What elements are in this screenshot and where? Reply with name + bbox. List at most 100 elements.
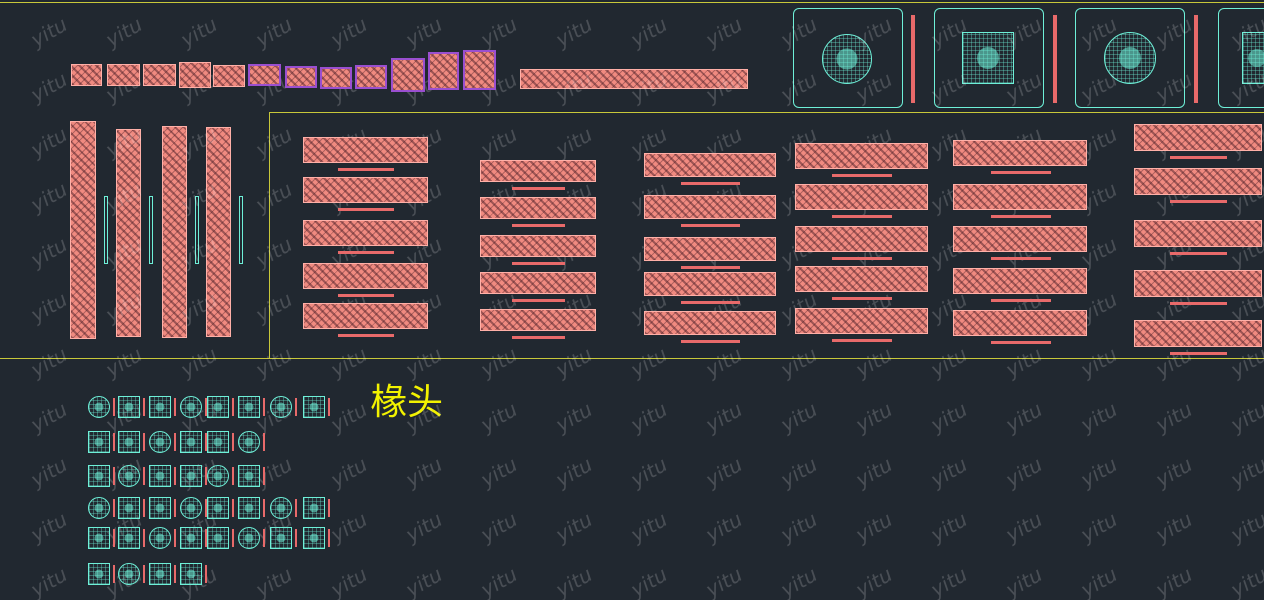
top-ornament-tile[interactable] [463,50,496,90]
watermark-text: yitu [476,12,522,52]
top-ornament-tile[interactable] [428,52,459,90]
rafter-end-tile[interactable] [88,396,110,418]
rafter-end-tile[interactable] [149,497,171,519]
beam-carving[interactable] [795,308,928,334]
rafter-end-tile[interactable] [118,396,140,418]
beam-carving[interactable] [480,160,596,182]
rafter-end-tile[interactable] [303,527,325,549]
beam-carving[interactable] [953,184,1087,210]
watermark-text: yitu [776,507,822,547]
beam-carving[interactable] [480,197,596,219]
beam-carving[interactable] [644,195,776,219]
top-ornament-tile[interactable] [391,58,425,92]
top-ornament-tile[interactable] [107,64,140,86]
rafter-end-tile[interactable] [180,396,202,418]
rafter-end-tile[interactable] [88,497,110,519]
rafter-end-tile[interactable] [118,497,140,519]
rafter-end-tile[interactable] [207,527,229,549]
beam-carving[interactable] [1134,168,1262,195]
top-ornament-tile[interactable] [248,64,281,86]
top-ornament-tile[interactable] [71,64,102,86]
beam-panel-frame [269,112,1264,359]
rafter-end-tile[interactable] [207,396,229,418]
beam-carving[interactable] [1134,270,1262,297]
beam-profile-line [512,262,565,265]
beam-carving[interactable] [1134,124,1262,151]
beam-carving[interactable] [644,237,776,261]
rafter-end-tile[interactable] [118,527,140,549]
rafter-end-tile[interactable] [238,497,260,519]
rafter-end-tile[interactable] [180,563,202,585]
vertical-pillar-2[interactable] [116,129,141,337]
rafter-end-tile[interactable] [270,497,292,519]
rafter-end-tile[interactable] [270,396,292,418]
rafter-end-profile [113,529,115,547]
top-ornament-tile[interactable] [213,65,245,87]
beam-carving[interactable] [480,309,596,331]
rafter-end-tile[interactable] [88,431,110,453]
beam-carving[interactable] [480,272,596,294]
rafter-end-tile[interactable] [180,497,202,519]
top-ornament-tile[interactable] [179,62,211,88]
rafter-end-tile[interactable] [88,527,110,549]
rafter-end-tile[interactable] [149,563,171,585]
rafter-end-tile[interactable] [270,527,292,549]
beam-carving[interactable] [644,272,776,296]
top-ornament-tile[interactable] [143,64,176,86]
beam-carving[interactable] [953,226,1087,252]
beam-carving[interactable] [795,143,928,169]
beam-carving[interactable] [303,303,428,329]
square-panel-2[interactable] [934,8,1044,108]
top-ornament-tile[interactable] [320,67,352,89]
vertical-pillar-1[interactable] [70,121,96,339]
top-ornament-tile[interactable] [355,65,387,89]
rafter-end-tile[interactable] [207,465,229,487]
beam-carving[interactable] [303,177,428,203]
rafter-end-tile[interactable] [149,465,171,487]
rafter-end-tile[interactable] [149,431,171,453]
beam-carving[interactable] [303,137,428,163]
vertical-pillar-4[interactable] [206,127,231,337]
beam-carving[interactable] [644,311,776,335]
beam-carving[interactable] [1134,220,1262,247]
beam-carving[interactable] [303,263,428,289]
beam-carving[interactable] [953,140,1087,166]
rafter-end-tile[interactable] [88,465,110,487]
rafter-end-tile[interactable] [149,527,171,549]
beam-carving[interactable] [644,153,776,177]
rafter-end-tile[interactable] [303,396,325,418]
rafter-end-tile[interactable] [238,465,260,487]
top-beam-carving[interactable] [520,69,748,89]
rafter-end-tile[interactable] [88,563,110,585]
rafter-end-tile[interactable] [180,431,202,453]
beam-carving[interactable] [953,310,1087,336]
beam-carving[interactable] [953,268,1087,294]
rafter-end-tile[interactable] [118,431,140,453]
rafter-end-tile[interactable] [149,396,171,418]
rafter-end-tile[interactable] [303,497,325,519]
rafter-end-tile[interactable] [207,497,229,519]
top-ornament-tile[interactable] [285,66,317,88]
rafter-end-tile[interactable] [238,527,260,549]
rafter-end-profile [174,499,176,517]
beam-carving[interactable] [795,184,928,210]
rafter-end-tile[interactable] [238,431,260,453]
rafter-end-tile[interactable] [207,431,229,453]
square-panel-1[interactable] [793,8,903,108]
beam-carving[interactable] [303,220,428,246]
beam-carving[interactable] [795,226,928,252]
rafter-end-tile[interactable] [118,465,140,487]
rafter-end-tile[interactable] [180,527,202,549]
rafter-end-tile[interactable] [180,465,202,487]
square-panel-4[interactable] [1218,8,1264,108]
rafter-end-tile[interactable] [118,563,140,585]
watermark-text: yitu [926,507,972,547]
square-panel-3[interactable] [1075,8,1185,108]
beam-carving[interactable] [480,235,596,257]
beam-carving[interactable] [1134,320,1262,347]
vertical-pillar-3[interactable] [162,126,187,338]
rafter-end-tile[interactable] [238,396,260,418]
beam-carving[interactable] [795,266,928,292]
top-frame-line [0,0,1264,3]
